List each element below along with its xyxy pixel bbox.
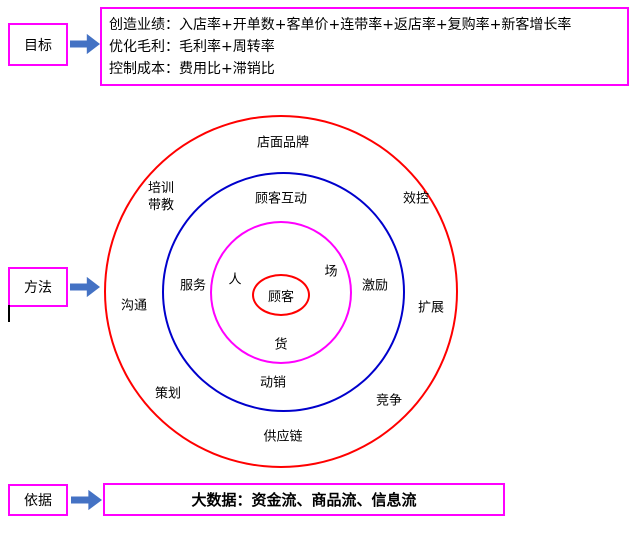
outer-ring-label-bottom-right: 竞争 [375, 393, 403, 409]
middle-ring-label-right: 激励 [361, 278, 389, 294]
method-arrow-icon [70, 276, 100, 298]
outer-ring-label-top-left: 培训 带教 [147, 181, 175, 213]
kpi-line-cost: 控制成本：费用比+滞销比 [109, 61, 275, 77]
method-label: 方法 [24, 280, 52, 296]
kpi-line-margin: 优化毛利：毛利率+周转率 [109, 39, 275, 55]
inner-ring-label-left: 人 [228, 272, 242, 288]
middle-ring-label-bottom: 动销 [259, 375, 287, 391]
goal-label-box: 目标 [8, 23, 68, 66]
inner-ring-label-right: 场 [324, 264, 338, 280]
inner-ring-label-bottom: 货 [274, 337, 288, 353]
method-label-box: 方法 [8, 267, 68, 307]
outer-ring-label-top-right: 效控 [402, 191, 430, 207]
basis-label-box: 依据 [8, 484, 68, 516]
middle-ring-circle [162, 172, 405, 412]
outer-ring-label-bottom-left: 策划 [154, 386, 182, 402]
outer-ring-label-bottom: 供应链 [263, 429, 303, 445]
basis-arrow-icon [71, 489, 102, 511]
basis-label: 依据 [24, 493, 52, 509]
outer-ring-label-left: 沟通 [120, 298, 148, 314]
goal-arrow-icon [70, 33, 100, 55]
text-cursor [8, 305, 10, 322]
goal-label: 目标 [24, 37, 52, 54]
outer-ring-label-top: 店面品牌 [256, 135, 310, 151]
outer-ring-label-right: 扩展 [417, 300, 445, 316]
big-data-text: 大数据：资金流、商品流、信息流 [191, 491, 417, 509]
center-ellipse: 顾客 [252, 274, 310, 316]
outer-ring-circle [104, 115, 458, 468]
kpi-box: 创造业绩：入店率+开单数+客单价+连带率+返店率+复购率+新客增长率 优化毛利：… [100, 7, 629, 86]
middle-ring-label-top: 顾客互动 [254, 191, 308, 207]
inner-ring-circle [210, 221, 352, 364]
middle-ring-label-left: 服务 [179, 278, 207, 294]
center-label: 顾客 [267, 289, 294, 305]
big-data-box: 大数据：资金流、商品流、信息流 [103, 483, 505, 516]
kpi-line-performance: 创造业绩：入店率+开单数+客单价+连带率+返店率+复购率+新客增长率 [109, 17, 572, 33]
